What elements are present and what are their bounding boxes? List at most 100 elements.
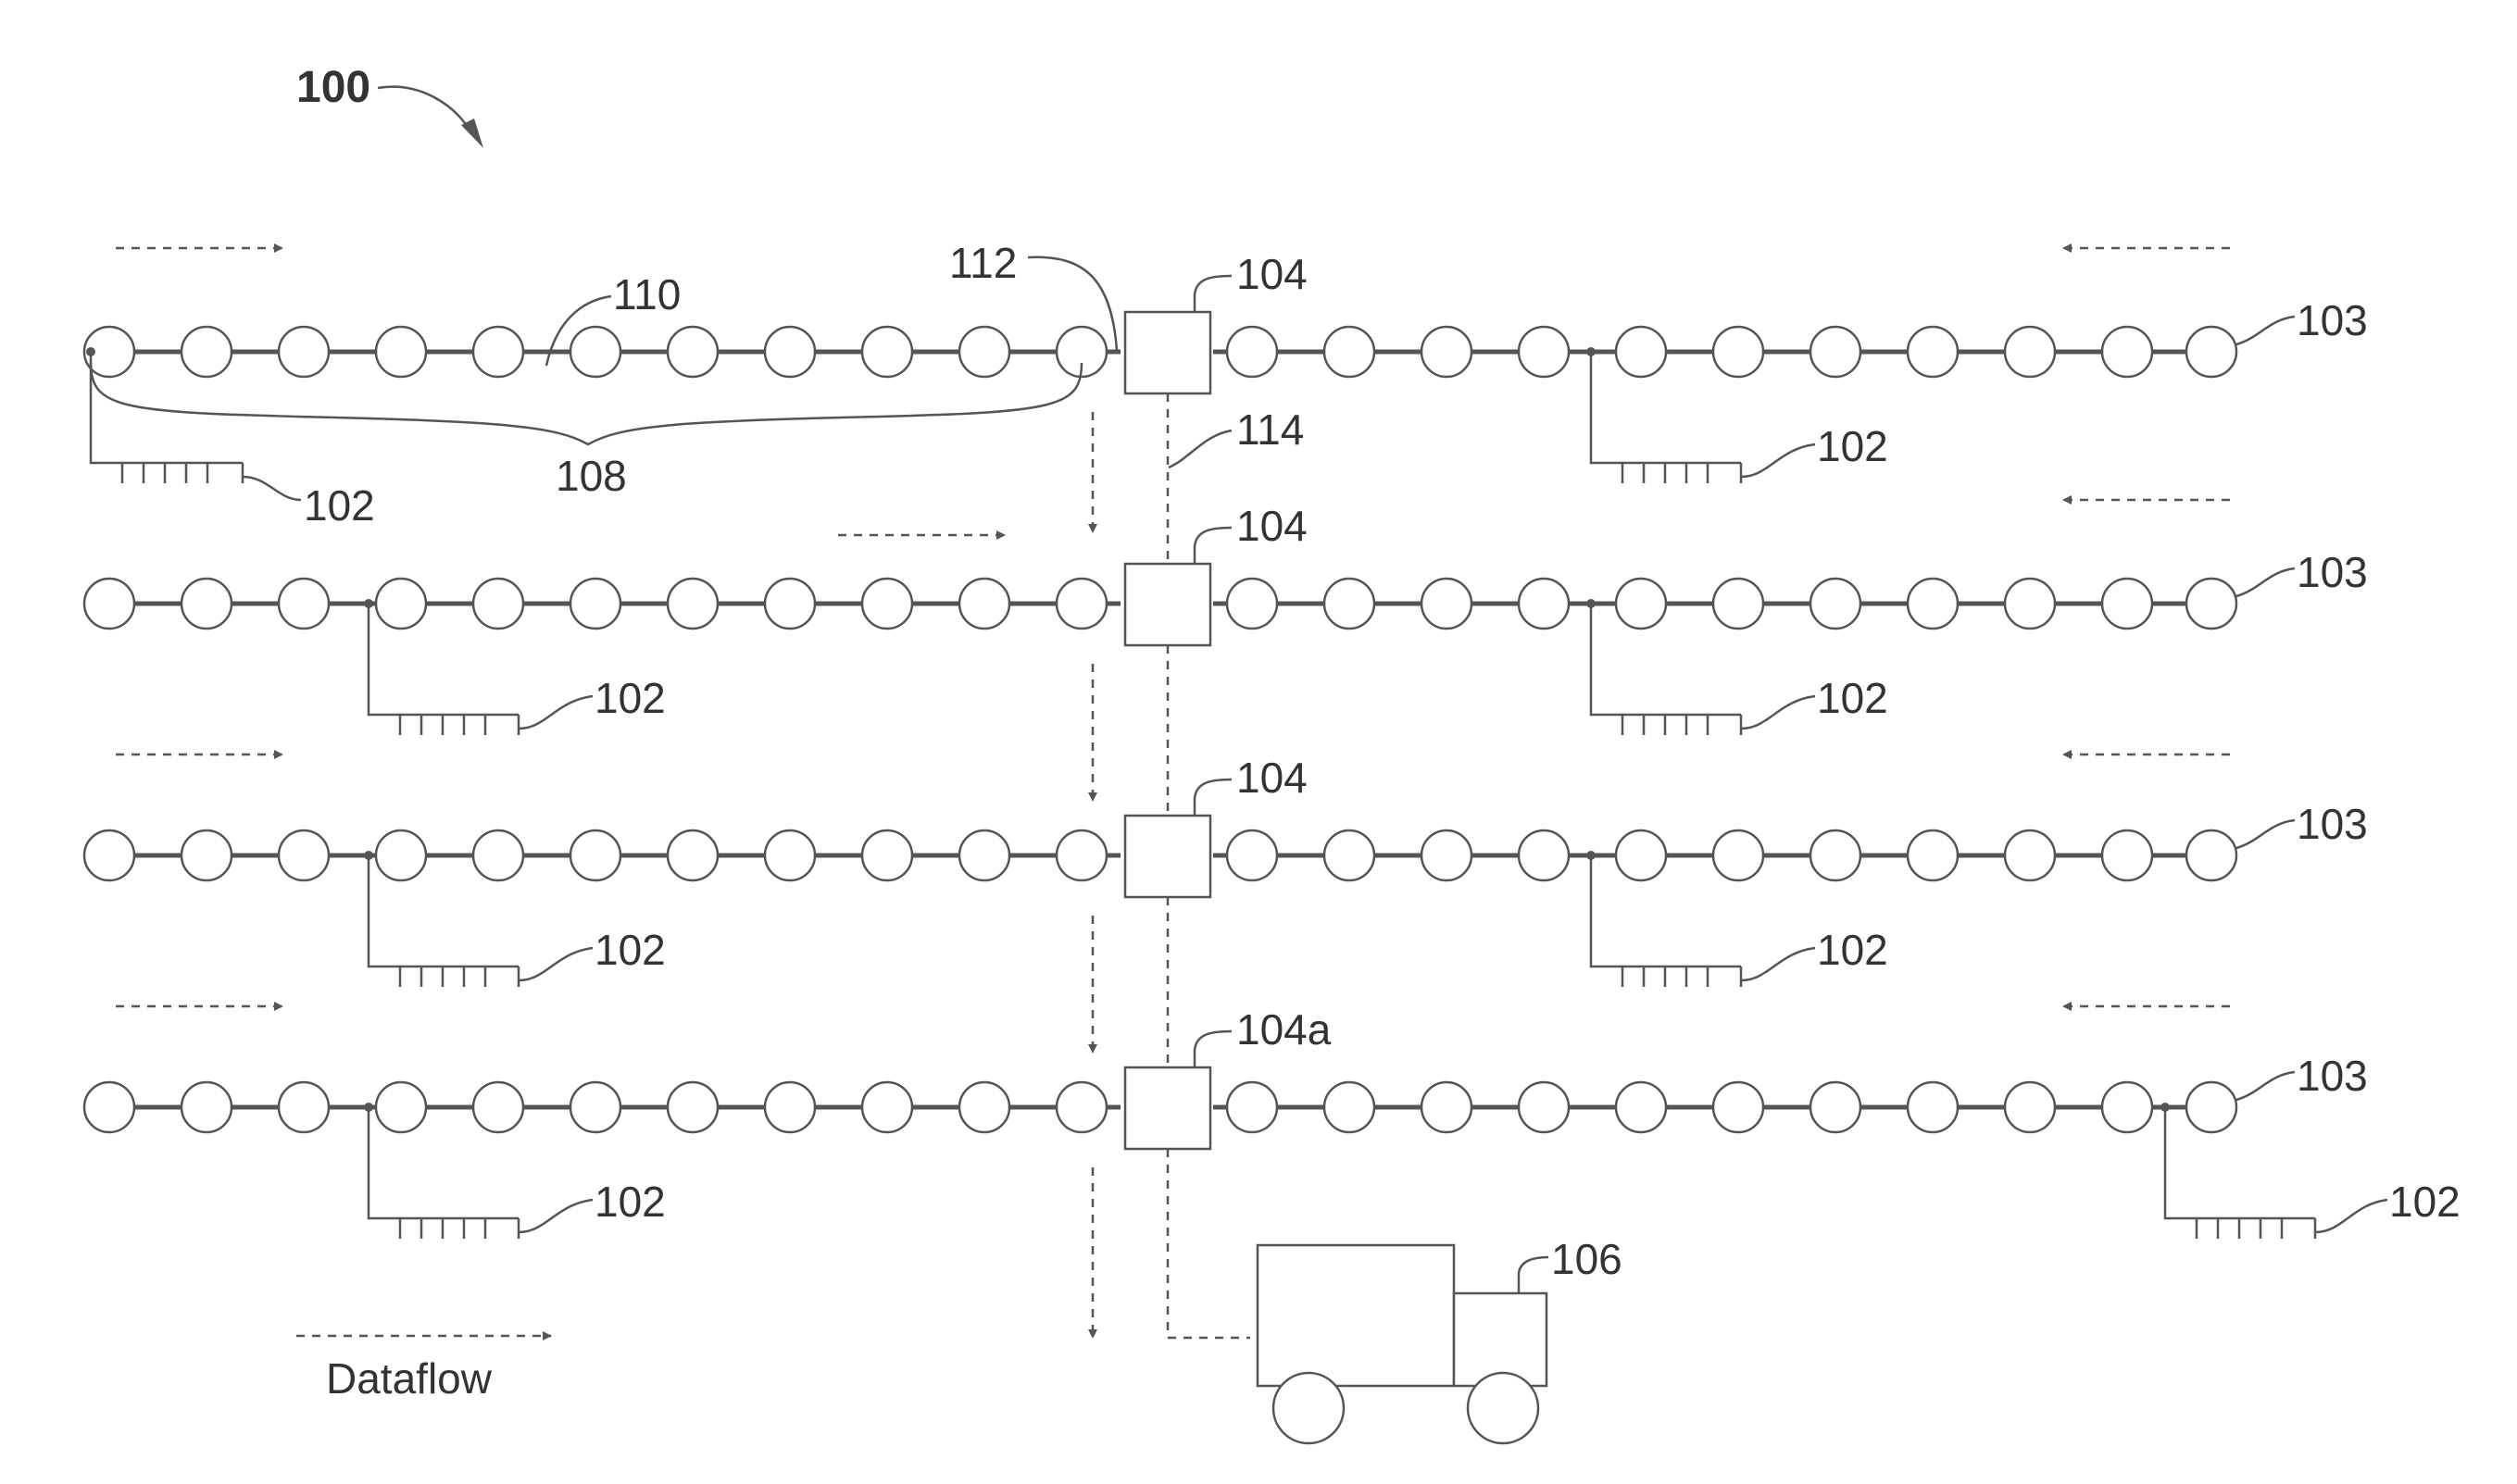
end-node-label: 103 xyxy=(2297,296,2368,344)
collector-hub xyxy=(1125,312,1210,393)
mesh-node xyxy=(1810,1082,1860,1132)
hub-label: 104 xyxy=(1236,754,1308,802)
sensor-label-right: 102 xyxy=(2389,1178,2461,1226)
mesh-node xyxy=(1908,327,1958,377)
leader-line xyxy=(519,948,593,980)
mesh-node xyxy=(1713,1082,1763,1132)
mesh-node xyxy=(1227,1082,1277,1132)
mesh-node xyxy=(570,327,620,377)
network-row-4: 102 102 104a 103 xyxy=(84,1005,2461,1239)
mesh-node xyxy=(1324,327,1374,377)
mesh-node xyxy=(1713,579,1763,629)
end-node-label: 103 xyxy=(2297,548,2368,596)
mesh-node xyxy=(1810,327,1860,377)
mesh-node xyxy=(1057,579,1107,629)
leader-line xyxy=(1195,779,1232,816)
mesh-node xyxy=(1421,1082,1471,1132)
mesh-node xyxy=(376,1082,426,1132)
mesh-node xyxy=(473,830,523,880)
mesh-node xyxy=(668,327,718,377)
mesh-node xyxy=(668,830,718,880)
mesh-node xyxy=(279,830,329,880)
mesh-node xyxy=(376,830,426,880)
backhaul-label: 114 xyxy=(1236,405,1304,454)
mesh-node xyxy=(1616,830,1666,880)
mesh-node xyxy=(765,1082,815,1132)
brace-label: 108 xyxy=(556,452,627,500)
mesh-node xyxy=(2102,579,2152,629)
leader-line xyxy=(1195,1031,1232,1067)
sensor-array-left xyxy=(400,1218,519,1239)
sensor-array-right xyxy=(2197,1218,2315,1239)
mesh-node xyxy=(570,579,620,629)
leader-line xyxy=(2236,820,2295,848)
sensor-array-right xyxy=(1622,715,1741,735)
leader-line xyxy=(519,1200,593,1232)
mesh-node xyxy=(1227,327,1277,377)
end-node-label: 103 xyxy=(2297,1052,2368,1100)
sensor-label-left: 102 xyxy=(595,674,666,722)
mesh-node xyxy=(862,579,912,629)
leader-line xyxy=(2236,1072,2295,1100)
sensor-array-right xyxy=(1622,966,1741,987)
mesh-node xyxy=(1713,830,1763,880)
sensor-label-right: 102 xyxy=(1817,674,1888,722)
mesh-node xyxy=(84,1082,134,1132)
sensor-label-left: 102 xyxy=(595,1178,666,1226)
mesh-node xyxy=(84,579,134,629)
sensor-label-left: 102 xyxy=(595,926,666,974)
mesh-node xyxy=(1713,327,1763,377)
mesh-node xyxy=(2005,1082,2055,1132)
vehicle-cargo-box xyxy=(1258,1245,1454,1386)
hub-label: 104a xyxy=(1236,1005,1332,1054)
vehicle-wheel xyxy=(1468,1373,1538,1443)
mesh-node xyxy=(1616,579,1666,629)
mesh-node xyxy=(182,579,232,629)
mesh-node xyxy=(1616,1082,1666,1132)
mesh-node xyxy=(1324,830,1374,880)
mesh-node xyxy=(182,327,232,377)
leader-line xyxy=(1741,444,1815,477)
mesh-node xyxy=(1421,830,1471,880)
mesh-node xyxy=(570,1082,620,1132)
mesh-node xyxy=(376,579,426,629)
leader-line xyxy=(1741,948,1815,980)
mesh-node xyxy=(279,579,329,629)
end-node xyxy=(2186,579,2236,629)
mesh-node xyxy=(959,830,1009,880)
mesh-node xyxy=(1810,830,1860,880)
vehicle-label: 106 xyxy=(1551,1235,1622,1283)
mesh-node xyxy=(1519,830,1569,880)
mesh-node xyxy=(2102,830,2152,880)
mesh-node xyxy=(959,1082,1009,1132)
sensor-array-left xyxy=(400,966,519,987)
mesh-node xyxy=(1519,327,1569,377)
mesh-node xyxy=(1057,830,1107,880)
mesh-node xyxy=(2102,1082,2152,1132)
mesh-node xyxy=(1908,1082,1958,1132)
mesh-node xyxy=(1421,579,1471,629)
hub-label: 104 xyxy=(1236,502,1308,550)
sensor-array-right xyxy=(1622,463,1741,483)
mesh-node xyxy=(1908,579,1958,629)
end-node xyxy=(2186,830,2236,880)
network-row-1: 102 102 104 103 110 108 112 114 xyxy=(84,239,2368,530)
sensor-array-left xyxy=(400,715,519,735)
system-reference-label: 100 xyxy=(296,63,370,112)
mesh-node xyxy=(668,579,718,629)
mesh-node xyxy=(765,830,815,880)
network-row-2: 102 102 104 103 xyxy=(84,502,2368,735)
mesh-node xyxy=(862,1082,912,1132)
mesh-node xyxy=(862,830,912,880)
sensor-branch-right xyxy=(2165,1107,2315,1218)
mesh-node xyxy=(668,1082,718,1132)
leader-line xyxy=(1519,1257,1548,1293)
mesh-node xyxy=(1227,579,1277,629)
end-link-label: 112 xyxy=(949,239,1017,287)
vehicle: 106 xyxy=(1258,1235,1622,1443)
network-row-3: 102 102 104 103 xyxy=(84,754,2368,987)
system-reference-arrow xyxy=(378,87,472,134)
mesh-node xyxy=(84,830,134,880)
mesh-node xyxy=(1616,327,1666,377)
